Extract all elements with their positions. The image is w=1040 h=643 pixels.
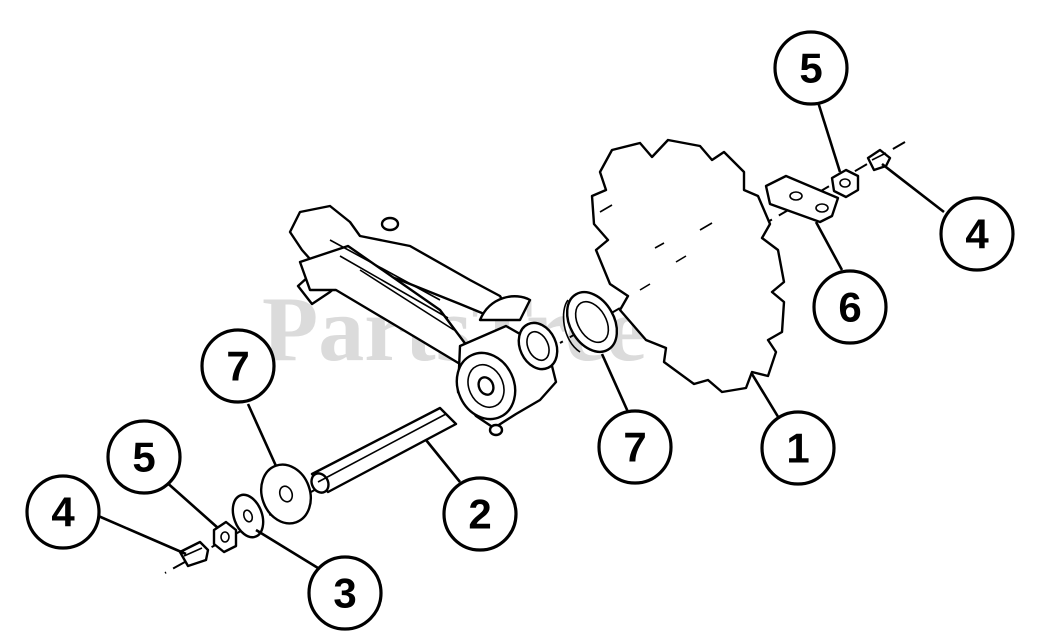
callout-5-left: 5 [106, 419, 182, 495]
part-bearing-ring-right [562, 290, 619, 354]
svg-text:7: 7 [623, 424, 646, 471]
part-lock-washer-right [830, 168, 860, 199]
leader-4-left [95, 513, 187, 556]
callout-4-right: 4 [939, 196, 1015, 272]
svg-text:3: 3 [333, 570, 356, 617]
svg-text:7: 7 [226, 343, 249, 390]
part-shaft [310, 406, 458, 494]
leader-2 [424, 439, 462, 483]
svg-text:4: 4 [965, 211, 989, 258]
svg-text:5: 5 [132, 434, 155, 481]
leader-7-left [246, 403, 278, 467]
callout-6: 6 [812, 269, 888, 345]
leader-4-right [881, 162, 945, 214]
callout-3: 3 [307, 555, 383, 631]
part-gearbox-hub [455, 321, 559, 437]
leader-5-left [163, 479, 219, 529]
callout-1: 1 [760, 410, 836, 486]
callout-5-right: 5 [773, 30, 849, 106]
callout-2: 2 [442, 476, 518, 552]
callout-4-left: 4 [25, 474, 101, 550]
part-impeller-disc [590, 138, 786, 394]
svg-text:5: 5 [799, 45, 822, 92]
leader-6 [814, 221, 844, 271]
svg-text:1: 1 [786, 425, 809, 472]
part-spacer-disc-left [260, 463, 312, 525]
leader-7-right [600, 353, 630, 413]
leader-5-right [816, 101, 842, 173]
svg-text:2: 2 [468, 491, 491, 538]
part-bolt-left [178, 540, 210, 568]
leader-3 [255, 528, 319, 570]
callout-7-right: 7 [597, 409, 673, 485]
callout-7-left: 7 [200, 328, 276, 404]
leader-1 [750, 373, 782, 421]
part-lock-washer-left [212, 520, 238, 554]
part-bracket-plate [764, 174, 840, 224]
svg-text:4: 4 [51, 489, 75, 536]
part-flat-washer [231, 493, 265, 539]
svg-text:6: 6 [838, 284, 861, 331]
